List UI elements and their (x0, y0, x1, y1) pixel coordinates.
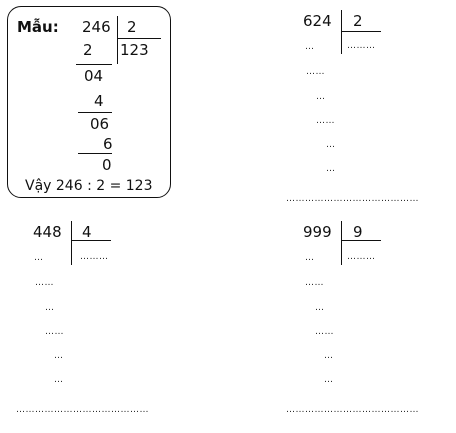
exercise-2-work-blank-4[interactable]: …… (45, 327, 64, 337)
sample-step-remainder-2: 06 (90, 115, 110, 133)
exercise-2-work-blank-2[interactable]: …… (35, 278, 54, 288)
exercise-2-answer-blank[interactable]: …………………………………… (16, 405, 149, 415)
exercise-1-answer-blank[interactable]: …………………………………… (286, 194, 419, 204)
sample-division-vertical-bar (117, 16, 119, 64)
sample-step-subtrahend-2: 4 (94, 92, 104, 110)
sample-label: Mẫu: (17, 18, 59, 36)
exercise-1-work-blank-6[interactable]: … (326, 164, 336, 174)
exercise-3-quotient-blank[interactable]: ……… (347, 252, 376, 262)
exercise-2-quotient-blank[interactable]: ……… (80, 252, 109, 262)
exercise-2-divisor-underline (71, 240, 111, 242)
sample-step-line-2 (78, 112, 112, 114)
exercise-3-answer-blank[interactable]: …………………………………… (286, 405, 419, 415)
sample-step-subtrahend-3: 6 (103, 135, 113, 153)
sample-step-subtrahend-1: 2 (83, 41, 93, 59)
exercise-1-work-blank-4[interactable]: …… (316, 116, 335, 126)
exercise-2-work-blank-3[interactable]: … (45, 303, 55, 313)
exercise-3-division-vertical-bar (341, 221, 343, 265)
sample-conclusion: Vậy 246 : 2 = 123 (25, 178, 153, 194)
exercise-3-divisor-underline (341, 240, 381, 242)
sample-step-remainder-1: 04 (84, 67, 104, 85)
exercise-1-divisor-underline (341, 31, 381, 33)
exercise-3-divisor: 9 (353, 223, 363, 241)
exercise-1-work-blank-5[interactable]: … (326, 140, 336, 150)
sample-step-line-1 (76, 64, 112, 66)
exercise-3-work-blank-3[interactable]: … (315, 303, 325, 313)
exercise-3-work-blank-2[interactable]: …… (305, 278, 324, 288)
exercise-1-work-blank-3[interactable]: … (316, 92, 326, 102)
sample-dividend: 246 (82, 18, 111, 36)
exercise-2-work-blank-1[interactable]: … (34, 253, 44, 263)
exercise-1-work-blank-1[interactable]: … (305, 42, 315, 52)
exercise-3-work-blank-5[interactable]: … (324, 351, 334, 361)
exercise-2-division-vertical-bar (71, 221, 73, 265)
exercise-1-divisor: 2 (353, 12, 363, 30)
sample-divisor-underline (117, 38, 161, 40)
exercise-2-dividend: 448 (33, 223, 62, 241)
exercise-2-divisor: 4 (82, 223, 92, 241)
exercise-3-work-blank-6[interactable]: … (324, 375, 334, 385)
sample-divisor: 2 (127, 18, 137, 36)
sample-box (7, 6, 171, 198)
exercise-2-work-blank-5[interactable]: … (54, 351, 64, 361)
exercise-3-dividend: 999 (303, 223, 332, 241)
exercise-1-work-blank-2[interactable]: …… (306, 67, 325, 77)
exercise-1-dividend: 624 (303, 12, 332, 30)
exercise-1-quotient-blank[interactable]: ……… (347, 41, 376, 51)
sample-step-line-3 (78, 153, 112, 155)
sample-quotient: 123 (120, 41, 149, 59)
exercise-2-work-blank-6[interactable]: … (54, 375, 64, 385)
sample-step-remainder-3: 0 (102, 156, 112, 174)
exercise-3-work-blank-1[interactable]: … (305, 253, 315, 263)
exercise-3-work-blank-4[interactable]: …… (315, 327, 334, 337)
